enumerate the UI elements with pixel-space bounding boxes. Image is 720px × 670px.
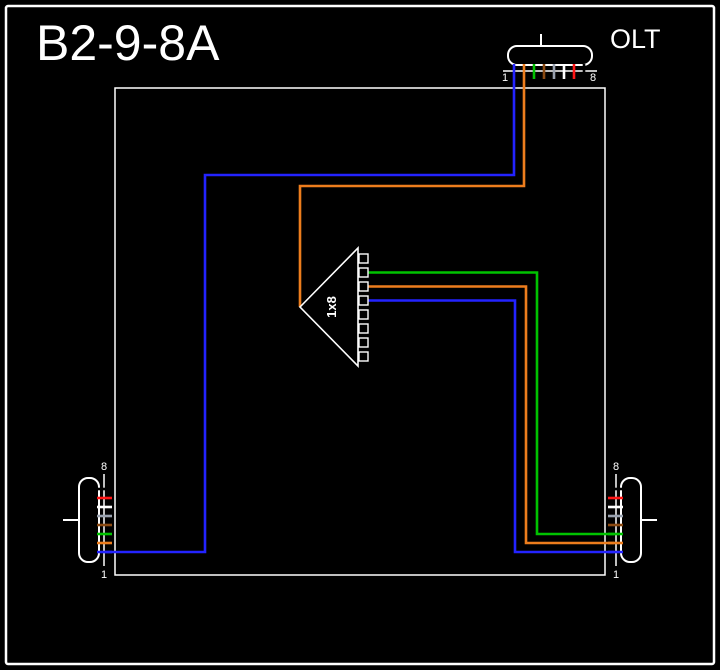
splitter: 1x8 — [298, 246, 369, 368]
splitter-port-7 — [358, 337, 369, 348]
splitter-triangle — [298, 246, 359, 368]
left-terminal-pos8-label: 8 — [101, 461, 107, 473]
right-terminal-pos8-label: 8 — [613, 461, 619, 473]
wire-splitter-out-orange — [368, 285, 614, 545]
left-terminal-pos1-label: 1 — [101, 569, 107, 581]
olt-connector-body — [507, 45, 593, 66]
olt-label: OLT — [610, 24, 661, 54]
wire-feeder-orange — [298, 79, 526, 307]
splitter-port-3 — [358, 281, 369, 292]
splitter-port-8 — [358, 351, 369, 362]
inner-box — [114, 87, 606, 576]
left-terminal-body — [78, 477, 100, 563]
splitter-port-6 — [358, 323, 369, 334]
wire-splitter-out-green — [368, 271, 614, 536]
wire-feeder-blue — [104, 79, 516, 554]
right-terminal-connector: 8 1 — [608, 461, 657, 581]
olt-pos8-label: 8 — [590, 72, 596, 84]
splitter-port-2 — [358, 267, 369, 278]
outer-border — [4, 4, 716, 666]
wire-splitter-out-blue — [368, 299, 614, 554]
right-terminal-pos1-label: 1 — [613, 569, 619, 581]
page-title: B2-9-8A — [36, 15, 220, 71]
splitter-port-5 — [358, 309, 369, 320]
right-terminal-body — [620, 477, 642, 563]
splitter-port-1 — [358, 253, 369, 264]
splitter-port-4 — [358, 295, 369, 306]
left-terminal-connector: 8 1 — [63, 461, 112, 581]
splitter-label: 1x8 — [324, 296, 339, 318]
olt-connector: 1 8 — [502, 34, 597, 84]
olt-pos1-label: 1 — [502, 72, 508, 84]
